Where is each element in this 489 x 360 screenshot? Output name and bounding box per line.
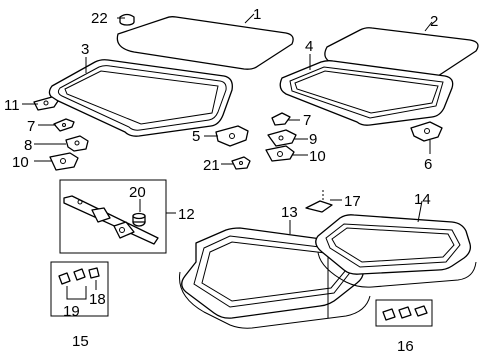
part-14-housing-rear (315, 214, 477, 288)
part-20-bushing (132, 212, 146, 227)
part-15-clip-set-box (50, 261, 109, 317)
callout-14: 14 (414, 191, 431, 208)
part-5-bracket (215, 125, 249, 147)
part-11-bracket (33, 96, 59, 111)
callout-21: 21 (203, 157, 220, 174)
callout-17: 17 (344, 193, 361, 210)
part-9-hinge (267, 129, 297, 147)
callout-15: 15 (72, 333, 89, 350)
callout-11: 11 (4, 97, 20, 114)
callout-12: 12 (178, 206, 195, 223)
callout-7-left: 7 (27, 118, 35, 135)
callout-6: 6 (424, 156, 432, 173)
part-12-drive-cable-box (59, 179, 167, 254)
callout-18: 18 (89, 291, 106, 308)
part-22-plug-cap (119, 13, 135, 26)
callout-13: 13 (281, 204, 298, 221)
part-16-clip-set-box (375, 299, 433, 327)
callout-19: 19 (63, 303, 80, 320)
callout-9: 9 (309, 131, 317, 148)
part-10-hinge-left (49, 152, 79, 171)
callout-4: 4 (305, 38, 313, 55)
callout-8: 8 (24, 137, 32, 154)
callout-20: 20 (129, 184, 146, 201)
part-13-housing-frame (179, 227, 371, 329)
part-1-glass-panel-left (116, 16, 294, 70)
part-7-clip-right (271, 112, 291, 126)
callout-10-left: 10 (12, 154, 29, 171)
part-17-drain-pin (305, 190, 333, 213)
leader-lines (22, 13, 433, 300)
callout-7-right: 7 (303, 112, 311, 129)
callout-1: 1 (253, 6, 261, 23)
callout-5: 5 (192, 128, 200, 145)
callout-10-right: 10 (309, 148, 326, 165)
part-21-clip (231, 156, 251, 170)
part-8-clip (65, 135, 89, 152)
part-7-clip-left (53, 118, 75, 132)
callout-labels: 1 2 3 4 5 6 7 7 8 9 10 10 11 12 13 14 15… (4, 6, 438, 355)
part-6-bracket (410, 121, 443, 142)
part-4-glass-frame-right (279, 60, 454, 126)
callout-22: 22 (91, 10, 108, 27)
callout-2: 2 (430, 13, 438, 30)
callout-3: 3 (81, 41, 89, 58)
part-10-hinge-right (265, 145, 295, 162)
callout-16: 16 (397, 338, 414, 355)
part-3-glass-frame-left (48, 59, 233, 137)
